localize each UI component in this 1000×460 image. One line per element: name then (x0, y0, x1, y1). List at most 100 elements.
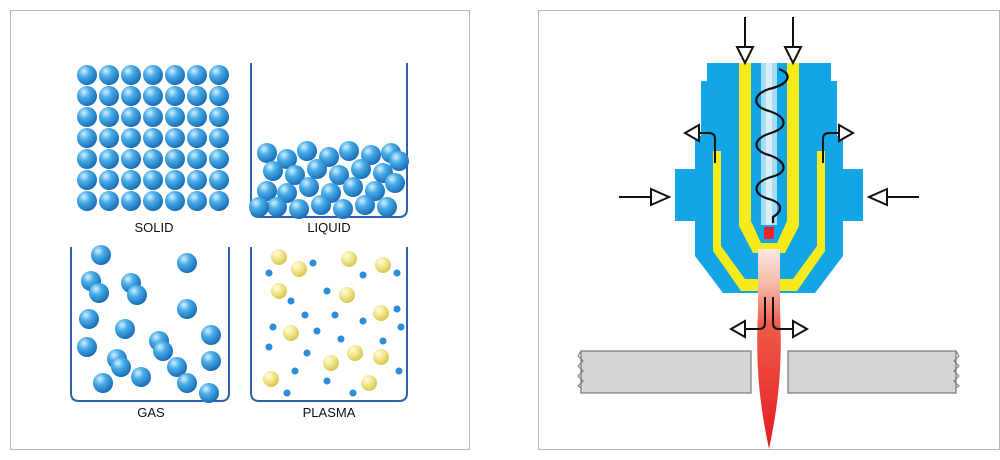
gas-particle (131, 367, 151, 387)
solid-particle (165, 128, 185, 148)
gas-particle (77, 337, 97, 357)
electron-particle (397, 323, 405, 331)
electron-particle (323, 287, 331, 295)
ion-particle (375, 257, 391, 273)
solid-particle (77, 149, 97, 169)
ion-particle (323, 355, 339, 371)
solid-particle (165, 149, 185, 169)
gas-particle (93, 373, 113, 393)
electron-particle (265, 269, 273, 277)
ion-particle (339, 287, 355, 303)
solid-particle (187, 149, 207, 169)
electron-particle (393, 305, 401, 313)
solid-particle (187, 86, 207, 106)
liquid-particle (299, 177, 319, 197)
gas-state (77, 245, 221, 403)
gas-particle (153, 341, 173, 361)
solid-particle (99, 65, 119, 85)
liquid-particle (333, 199, 353, 219)
liquid-particle (307, 159, 327, 179)
solid-label: SOLID (134, 220, 173, 235)
solid-particle (99, 170, 119, 190)
solid-particle (209, 191, 229, 211)
solid-particle (143, 107, 163, 127)
gas-particle (177, 373, 197, 393)
electron-particle (291, 367, 299, 375)
solid-particle (99, 86, 119, 106)
ion-particle (283, 325, 299, 341)
liquid-state (249, 141, 409, 219)
curved-arrow-icon (772, 297, 810, 339)
solid-particle (77, 170, 97, 190)
arrow-right-icon (619, 187, 672, 207)
solid-particle (209, 170, 229, 190)
solid-particle (143, 191, 163, 211)
electrode-tip (764, 227, 774, 239)
solid-particle (121, 107, 141, 127)
liquid-particle (385, 173, 405, 193)
arrow-down-icon (783, 17, 803, 66)
solid-particle (187, 128, 207, 148)
solid-particle (121, 149, 141, 169)
gas-particle (201, 351, 221, 371)
solid-particle (99, 191, 119, 211)
solid-particle (187, 107, 207, 127)
electron-particle (283, 389, 291, 397)
ion-particle (263, 371, 279, 387)
liquid-particle (329, 165, 349, 185)
electron-particle (359, 271, 367, 279)
electron-particle (395, 367, 403, 375)
plasma-label: PLASMA (303, 405, 356, 420)
liquid-particle (351, 159, 371, 179)
solid-particle (165, 65, 185, 85)
solid-particle (143, 128, 163, 148)
curved-arrow-icon (682, 123, 716, 163)
gas-particle (177, 299, 197, 319)
solid-particle (143, 170, 163, 190)
ion-particle (373, 349, 389, 365)
solid-particle (143, 149, 163, 169)
solid-particle (77, 86, 97, 106)
liquid-particle (355, 195, 375, 215)
solid-particle (187, 170, 207, 190)
plasma-jet (757, 249, 781, 449)
workpiece-right (787, 350, 957, 394)
liquid-particle (257, 181, 277, 201)
solid-particle (99, 107, 119, 127)
electron-particle (303, 349, 311, 357)
solid-particle (165, 86, 185, 106)
solid-particle (187, 191, 207, 211)
electron-particle (287, 297, 295, 305)
electron-particle (265, 343, 273, 351)
gas-particle (201, 325, 221, 345)
solid-particle (165, 170, 185, 190)
plasma-state (263, 249, 405, 397)
gas-particle (89, 283, 109, 303)
solid-state (77, 65, 229, 211)
workpiece-left (580, 350, 752, 394)
electron-particle (313, 327, 321, 335)
liquid-particle (277, 149, 297, 169)
arrow-down-icon (735, 17, 755, 66)
ion-particle (373, 305, 389, 321)
gas-particle (111, 357, 131, 377)
solid-particle (121, 65, 141, 85)
liquid-particle (285, 165, 305, 185)
solid-particle (143, 86, 163, 106)
liquid-particle (263, 161, 283, 181)
liquid-particle (339, 141, 359, 161)
coil-icon (755, 67, 789, 223)
curved-arrow-icon (822, 123, 856, 163)
gas-particle (115, 319, 135, 339)
electron-particle (359, 317, 367, 325)
plasma-container (250, 247, 408, 402)
solid-particle (209, 149, 229, 169)
ion-particle (271, 283, 287, 299)
liquid-label: LIQUID (307, 220, 350, 235)
gas-particle (167, 357, 187, 377)
solid-particle (187, 65, 207, 85)
solid-particle (77, 128, 97, 148)
arrow-left-icon (866, 187, 919, 207)
workpiece (577, 350, 960, 394)
electron-particle (309, 259, 317, 267)
